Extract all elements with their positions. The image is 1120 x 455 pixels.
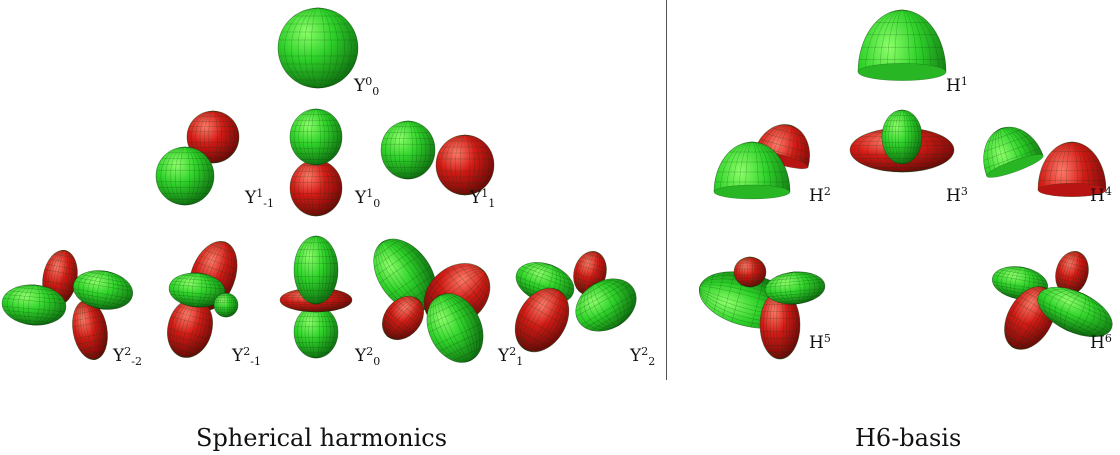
label-y21: Y21 [498,345,524,369]
lobe-green-26 [857,9,947,81]
lobe-green-9 [1,284,67,326]
lobe-green-28 [713,141,791,200]
label-h4: H4 [1090,185,1112,207]
label-y10: Y10 [355,187,381,211]
label-y2m2: Y2-2 [113,345,142,369]
lobe-green-17 [293,235,339,305]
label-y2m1: Y2-1 [232,345,261,369]
label-h5: H5 [809,332,831,354]
lobe-green-35 [764,271,826,305]
lobe-green-31 [983,126,1046,178]
lobe-red-32 [1037,141,1107,197]
lobe-green-6 [380,120,436,180]
lobe-red-24 [514,287,570,353]
lobe-red-12 [167,298,213,358]
label-h3: H3 [946,185,968,207]
lobe-green-21 [426,293,484,363]
lobe-red-36 [733,256,767,288]
lobe-green-14 [213,292,239,318]
lobe-red-5 [435,134,495,196]
lobe-green-40 [1037,286,1113,338]
lobe-green-13 [168,272,226,308]
lobe-green-18 [373,238,437,312]
panel-divider [666,0,667,380]
lobe-red-20 [382,295,424,341]
lobe-green-10 [72,270,134,310]
lobe-green-2 [155,146,215,206]
label-y11: Y11 [470,187,496,211]
label-h2: H2 [809,185,831,207]
caption-h6-basis: H6-basis [855,424,962,452]
label-y20: Y20 [355,345,381,369]
lobe-green-0 [277,7,359,89]
lobe-green-15 [293,305,339,359]
caption-spherical-harmonics: Spherical harmonics [196,424,448,452]
lobe-green-25 [575,278,637,332]
lobe-green-30 [881,109,923,165]
lobe-green-4 [289,108,343,166]
label-y22: Y22 [630,345,656,369]
label-y1m1: Y1-1 [245,187,274,211]
label-h1: H1 [946,75,968,97]
label-h6: H6 [1090,332,1112,354]
label-y00: Y00 [354,75,380,99]
lobe-red-3 [289,159,343,217]
lobe-red-1 [186,110,240,164]
